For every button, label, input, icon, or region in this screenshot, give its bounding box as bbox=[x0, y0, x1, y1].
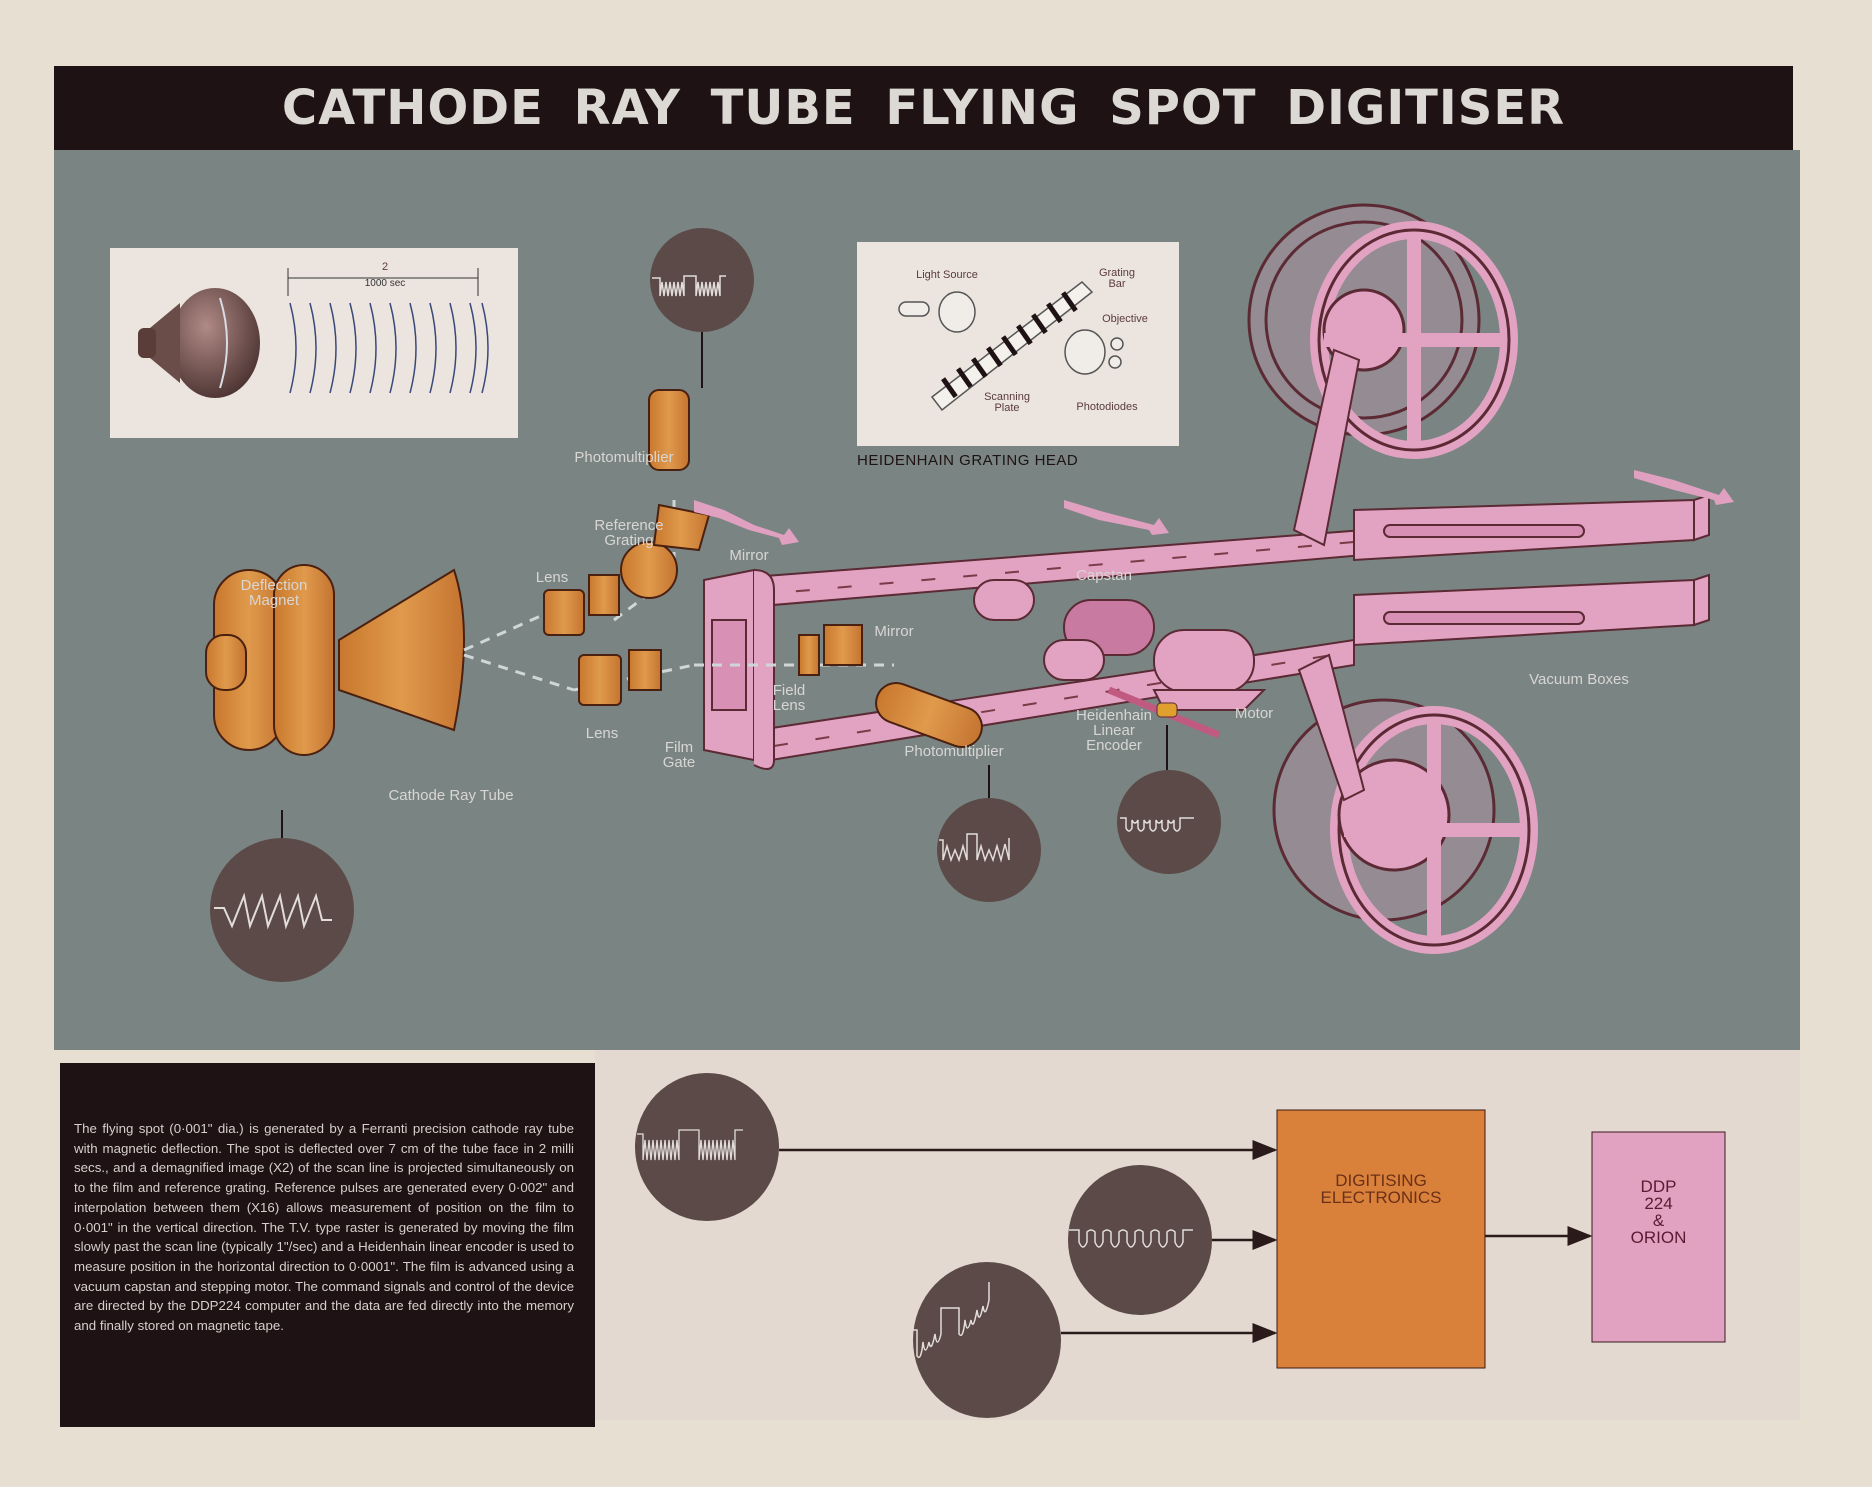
signal-flow-panel: DIGITISING ELECTRONICS DDP 224 & ORION bbox=[595, 1050, 1800, 1420]
linear-encoder bbox=[1107, 686, 1221, 770]
digitising-electronics-label: DIGITISING ELECTRONICS bbox=[1320, 1171, 1442, 1207]
reel-arms bbox=[1292, 348, 1366, 802]
timing-arrow bbox=[287, 268, 479, 296]
crt-scan-illustration bbox=[138, 268, 489, 398]
label-heidenhain-linear-encoder: Heidenhain Linear Encoder bbox=[1076, 707, 1152, 754]
grating-bars bbox=[941, 291, 1078, 399]
label-vacuum-boxes: Vacuum Boxes bbox=[1529, 671, 1629, 688]
capstan-assembly bbox=[973, 579, 1267, 711]
film-gate bbox=[703, 568, 775, 770]
label-lens-lower: Lens bbox=[585, 725, 619, 742]
takeup-reel bbox=[1272, 698, 1538, 954]
label-reference-grating: Reference Grating bbox=[594, 517, 664, 549]
label-scanning-plate: Scanning Plate bbox=[984, 391, 1030, 414]
scope-encoder-signal bbox=[1068, 1165, 1212, 1315]
digitising-electronics-block bbox=[1276, 1109, 1486, 1369]
apparatus-illustration bbox=[205, 203, 1734, 982]
scan-lines bbox=[289, 302, 489, 394]
label-objective: Objective bbox=[1102, 313, 1148, 325]
scope-crt bbox=[210, 810, 354, 982]
label-light-source: Light Source bbox=[916, 269, 978, 281]
computer-block bbox=[1591, 1131, 1726, 1343]
label-mirror-top: Mirror bbox=[729, 547, 769, 564]
label-mirror-right: Mirror bbox=[874, 623, 914, 640]
cathode-ray-tube bbox=[205, 564, 465, 756]
label-field-lens: Field Lens bbox=[772, 682, 806, 714]
timing-denominator: 1000 sec bbox=[364, 278, 406, 289]
label-capstan: Capstan bbox=[1076, 567, 1132, 584]
diagram-panel: 2 1000 sec bbox=[54, 150, 1800, 1050]
label-photomultiplier-bottom: Photomultiplier bbox=[904, 743, 1004, 760]
title-bar: CATHODE RAY TUBE FLYING SPOT DIGITISER bbox=[54, 66, 1793, 150]
vacuum-boxes bbox=[1353, 493, 1710, 647]
scope-photomultiplier-bottom bbox=[937, 765, 1041, 902]
scope-encoder bbox=[1117, 770, 1221, 874]
label-film-gate: Film Gate bbox=[662, 739, 696, 771]
description-panel: The flying spot (0·001" dia.) is generat… bbox=[60, 1063, 595, 1427]
heidenhain-caption: HEIDENHAIN GRATING HEAD bbox=[857, 452, 1079, 469]
label-photodiodes: Photodiodes bbox=[1076, 401, 1138, 413]
supply-reel bbox=[1247, 203, 1518, 459]
poster-title: CATHODE RAY TUBE FLYING SPOT DIGITISER bbox=[281, 80, 1566, 136]
optical-components bbox=[543, 389, 983, 748]
scope-reference-pulses bbox=[635, 1073, 779, 1221]
signal-flow-diagram bbox=[635, 1073, 1726, 1418]
motion-arrows bbox=[694, 470, 1734, 545]
timing-numerator: 2 bbox=[381, 261, 389, 273]
label-photomultiplier-top: Photomultiplier bbox=[574, 449, 674, 466]
heidenhain-inset: Light Source Grating Bar Objective Scann… bbox=[857, 242, 1179, 446]
grating-head-illustration bbox=[898, 281, 1124, 412]
description-text: The flying spot (0·001" dia.) is generat… bbox=[74, 1121, 574, 1334]
label-cathode-ray-tube: Cathode Ray Tube bbox=[388, 787, 514, 804]
label-deflection-magnet: Deflection Magnet bbox=[240, 577, 308, 609]
computer-label: DDP 224 & ORION bbox=[1630, 1177, 1687, 1247]
scope-photomultiplier-signal bbox=[913, 1262, 1061, 1418]
label-motor: Motor bbox=[1234, 705, 1274, 722]
crt-scan-inset: 2 1000 sec bbox=[110, 248, 518, 438]
scope-photomultiplier-top bbox=[650, 228, 754, 388]
label-lens-upper: Lens bbox=[535, 569, 569, 586]
label-grating-bar: Grating Bar bbox=[1098, 267, 1136, 290]
signal-arrows bbox=[779, 1140, 1593, 1343]
